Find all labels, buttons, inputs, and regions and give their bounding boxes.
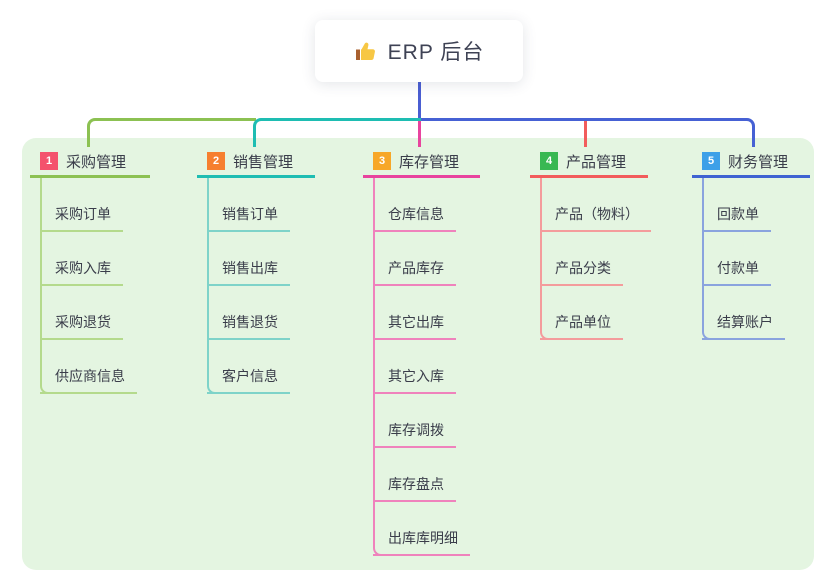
child-node: 供应商信息 <box>40 340 150 394</box>
child-node-label[interactable]: 其它入库 <box>373 366 456 394</box>
branch-children: 回款单 付款单 结算账户 <box>692 178 810 340</box>
branch-title: 财务管理 <box>728 153 789 171</box>
child-node: 产品库存 <box>373 232 480 286</box>
connector-root-stem <box>418 82 421 119</box>
branch-purchase: 1 采购管理 采购订单 采购入库 采购退货 供应商信息 <box>30 147 150 394</box>
branch-connector-line <box>207 178 217 394</box>
branch-title: 销售管理 <box>233 153 294 171</box>
child-node: 产品（物料） <box>540 178 651 232</box>
branch-header-inventory[interactable]: 3 库存管理 <box>363 147 480 178</box>
connector-branch3 <box>418 121 421 147</box>
child-node: 产品分类 <box>540 232 651 286</box>
branch-connector-line <box>702 178 712 340</box>
child-node-label[interactable]: 产品分类 <box>540 258 623 286</box>
child-node: 其它出库 <box>373 286 480 340</box>
branch-title: 产品管理 <box>566 153 627 171</box>
branch-connector-line <box>373 178 383 556</box>
connector-branch2 <box>253 118 423 147</box>
child-node: 销售出库 <box>207 232 315 286</box>
child-node: 结算账户 <box>702 286 810 340</box>
child-node-label[interactable]: 销售出库 <box>207 258 290 286</box>
child-node-label[interactable]: 采购订单 <box>40 204 123 232</box>
child-node-label[interactable]: 产品库存 <box>373 258 456 286</box>
branch-title: 采购管理 <box>66 153 127 171</box>
child-node-label[interactable]: 库存盘点 <box>373 474 456 502</box>
branch-children: 销售订单 销售出库 销售退货 客户信息 <box>197 178 315 394</box>
branch-number-badge: 4 <box>540 152 558 170</box>
child-node-label[interactable]: 采购入库 <box>40 258 123 286</box>
child-node: 回款单 <box>702 178 810 232</box>
child-node: 付款单 <box>702 232 810 286</box>
branch-product: 4 产品管理 产品（物料） 产品分类 产品单位 <box>530 147 651 340</box>
branch-header-product[interactable]: 4 产品管理 <box>530 147 648 178</box>
branch-number-badge: 1 <box>40 152 58 170</box>
branch-children: 采购订单 采购入库 采购退货 供应商信息 <box>30 178 150 394</box>
child-node: 采购订单 <box>40 178 150 232</box>
branch-connector-line <box>540 178 550 340</box>
child-node: 其它入库 <box>373 340 480 394</box>
root-title: ERP 后台 <box>387 41 485 64</box>
child-node-label[interactable]: 回款单 <box>702 204 771 232</box>
branch-inventory: 3 库存管理 仓库信息 产品库存 其它出库 其它入库 库存调拨 库存盘点 出库库… <box>363 147 480 556</box>
connector-branch5 <box>421 118 755 147</box>
branch-connector-line <box>40 178 50 394</box>
child-node-label[interactable]: 库存调拨 <box>373 420 456 448</box>
child-node: 销售订单 <box>207 178 315 232</box>
child-node-label[interactable]: 产品（物料） <box>540 204 651 232</box>
child-node: 客户信息 <box>207 340 315 394</box>
child-node-label[interactable]: 采购退货 <box>40 312 123 340</box>
child-node-label[interactable]: 付款单 <box>702 258 771 286</box>
root-node[interactable]: ERP 后台 <box>315 20 523 82</box>
connector-branch1 <box>87 118 256 147</box>
child-node: 产品单位 <box>540 286 651 340</box>
connector-branch4 <box>584 121 587 147</box>
branch-finance: 5 财务管理 回款单 付款单 结算账户 <box>692 147 810 340</box>
branch-title: 库存管理 <box>399 153 460 171</box>
branch-header-finance[interactable]: 5 财务管理 <box>692 147 810 178</box>
child-node-label[interactable]: 结算账户 <box>702 312 785 340</box>
child-node-label[interactable]: 产品单位 <box>540 312 623 340</box>
branch-sales: 2 销售管理 销售订单 销售出库 销售退货 客户信息 <box>197 147 315 394</box>
child-node: 库存盘点 <box>373 448 480 502</box>
child-node-label[interactable]: 销售退货 <box>207 312 290 340</box>
child-node: 库存调拨 <box>373 394 480 448</box>
branch-children: 产品（物料） 产品分类 产品单位 <box>530 178 651 340</box>
child-node-label[interactable]: 供应商信息 <box>40 366 137 394</box>
child-node: 仓库信息 <box>373 178 480 232</box>
branches-panel <box>22 138 814 570</box>
child-node-label[interactable]: 其它出库 <box>373 312 456 340</box>
branch-header-sales[interactable]: 2 销售管理 <box>197 147 315 178</box>
branch-number-badge: 2 <box>207 152 225 170</box>
child-node: 采购入库 <box>40 232 150 286</box>
branch-number-badge: 3 <box>373 152 391 170</box>
child-node: 采购退货 <box>40 286 150 340</box>
thumbs-up-icon <box>355 42 375 60</box>
branch-header-purchase[interactable]: 1 采购管理 <box>30 147 150 178</box>
child-node-label[interactable]: 仓库信息 <box>373 204 456 232</box>
child-node: 出库库明细 <box>373 502 480 556</box>
branch-children: 仓库信息 产品库存 其它出库 其它入库 库存调拨 库存盘点 出库库明细 <box>363 178 480 556</box>
child-node-label[interactable]: 出库库明细 <box>373 528 470 556</box>
child-node-label[interactable]: 销售订单 <box>207 204 290 232</box>
child-node: 销售退货 <box>207 286 315 340</box>
branch-number-badge: 5 <box>702 152 720 170</box>
child-node-label[interactable]: 客户信息 <box>207 366 290 394</box>
